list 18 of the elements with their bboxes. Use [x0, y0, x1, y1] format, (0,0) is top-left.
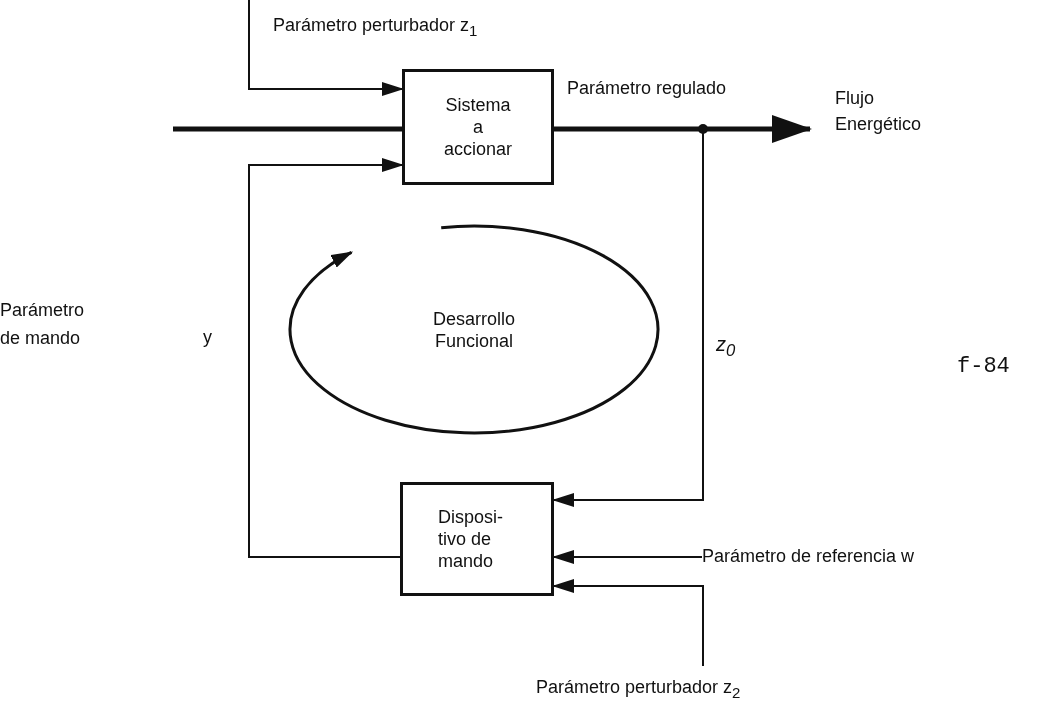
signal-label: Parámetro de referencia w — [702, 545, 972, 569]
text-label: y — [203, 326, 212, 348]
process-box — [402, 69, 554, 185]
arrow — [552, 550, 703, 564]
arrow — [248, 158, 404, 558]
text-label: Flujo Energético — [835, 87, 923, 136]
text-label: Parámetro regulado — [567, 77, 727, 99]
arrow — [248, 0, 404, 96]
signal-label: Parámetro perturbador z$_{2}$ — [536, 676, 876, 702]
arrow — [552, 579, 704, 667]
text-label: Parámetro perturbador z$_{1}$ — [273, 14, 478, 41]
arrow — [554, 115, 812, 143]
text-label: f-84 — [957, 356, 1010, 378]
box-text: Disposi- tivo de mando — [438, 506, 504, 572]
process-box — [400, 482, 554, 596]
box-text: Sistema a accionar — [442, 94, 513, 160]
ellipse-text: Desarrollo Funcional — [432, 307, 516, 352]
text-label: Parámetro de mando — [0, 299, 86, 350]
